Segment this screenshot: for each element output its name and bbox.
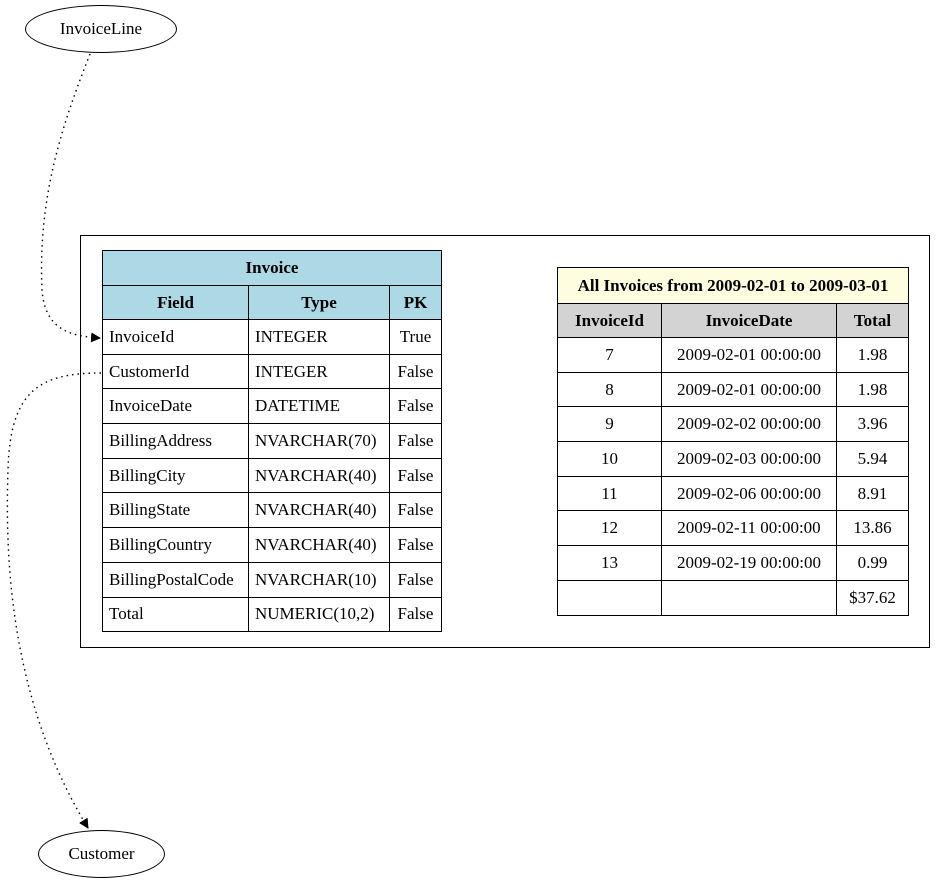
field-pk: False xyxy=(389,492,442,529)
invoice-table-header: Field Type PK xyxy=(102,285,442,320)
results-table-title: All Invoices from 2009-02-01 to 2009-03-… xyxy=(557,267,909,304)
invoice-id-cell xyxy=(557,579,662,616)
table-row: BillingCity NVARCHAR(40) False xyxy=(102,457,442,494)
column-header: Field xyxy=(102,285,249,320)
invoice-id-cell: 9 xyxy=(557,406,662,443)
field-name: InvoiceId xyxy=(102,319,249,355)
invoice-id-cell: 8 xyxy=(557,371,662,408)
field-pk: False xyxy=(389,561,442,598)
field-name: BillingAddress xyxy=(102,423,249,459)
edge-invoiceline-to-invoice xyxy=(40,53,101,343)
customer-node-label: Customer xyxy=(68,844,135,863)
invoice-date-cell: 2009-02-01 00:00:00 xyxy=(661,371,837,408)
table-row: 8 2009-02-01 00:00:00 1.98 xyxy=(557,371,909,408)
field-name: BillingState xyxy=(102,492,249,529)
field-type: INTEGER xyxy=(248,353,390,390)
grand-total-cell: $37.62 xyxy=(836,579,909,616)
table-row: BillingCountry NVARCHAR(40) False xyxy=(102,527,442,563)
field-name: BillingPostalCode xyxy=(102,561,249,598)
field-type: NVARCHAR(10) xyxy=(248,561,390,598)
field-name: CustomerId xyxy=(102,353,249,390)
invoice-schema-table: Invoice Field Type PK InvoiceId INTEGER … xyxy=(102,250,442,633)
invoice-date-cell: 2009-02-03 00:00:00 xyxy=(661,441,837,477)
invoice-results-table: All Invoices from 2009-02-01 to 2009-03-… xyxy=(557,267,909,616)
column-header: Total xyxy=(836,303,909,338)
field-name: BillingCountry xyxy=(102,527,249,563)
results-table-header: InvoiceId InvoiceDate Total xyxy=(557,303,909,338)
invoice-total-cell: 5.94 xyxy=(836,441,909,477)
table-row: InvoiceDate DATETIME False xyxy=(102,388,442,425)
invoice-table-title: Invoice xyxy=(102,250,442,286)
invoice-date-cell xyxy=(661,579,837,616)
invoice-total-cell: 3.96 xyxy=(836,406,909,443)
invoice-total-cell: 0.99 xyxy=(836,545,909,581)
invoice-total-cell: 1.98 xyxy=(836,337,909,373)
column-header: InvoiceDate xyxy=(661,303,837,338)
field-name: BillingCity xyxy=(102,457,249,494)
table-row: BillingPostalCode NVARCHAR(10) False xyxy=(102,561,442,598)
invoice-date-cell: 2009-02-19 00:00:00 xyxy=(661,545,837,581)
column-header: PK xyxy=(389,285,442,320)
invoiceline-node-label: InvoiceLine xyxy=(59,19,143,38)
table-row: Total NUMERIC(10,2) False xyxy=(102,596,442,633)
invoice-id-cell: 10 xyxy=(557,441,662,477)
invoiceline-node: InvoiceLine xyxy=(25,5,177,53)
field-type: NVARCHAR(70) xyxy=(248,423,390,459)
field-type: DATETIME xyxy=(248,388,390,425)
customer-node: Customer xyxy=(38,830,165,878)
invoice-total-cell: 8.91 xyxy=(836,475,909,512)
invoice-cluster xyxy=(80,235,930,648)
invoice-total-cell: 1.98 xyxy=(836,371,909,408)
table-row: BillingAddress NVARCHAR(70) False xyxy=(102,423,442,459)
invoice-total-cell: 13.86 xyxy=(836,510,909,547)
field-type: NVARCHAR(40) xyxy=(248,527,390,563)
invoice-id-cell: 12 xyxy=(557,510,662,547)
invoice-date-cell: 2009-02-11 00:00:00 xyxy=(661,510,837,547)
table-row: 12 2009-02-11 00:00:00 13.86 xyxy=(557,510,909,547)
field-pk: False xyxy=(389,596,442,633)
table-row: 13 2009-02-19 00:00:00 0.99 xyxy=(557,545,909,581)
field-pk: False xyxy=(389,423,442,459)
field-pk: True xyxy=(389,319,442,355)
table-row: 11 2009-02-06 00:00:00 8.91 xyxy=(557,475,909,512)
table-row-summary: $37.62 xyxy=(557,579,909,616)
table-row: InvoiceId INTEGER True xyxy=(102,319,442,355)
field-pk: False xyxy=(389,457,442,494)
invoice-date-cell: 2009-02-02 00:00:00 xyxy=(661,406,837,443)
invoice-id-cell: 7 xyxy=(557,337,662,373)
field-type: NVARCHAR(40) xyxy=(248,457,390,494)
invoice-date-cell: 2009-02-06 00:00:00 xyxy=(661,475,837,512)
field-type: NVARCHAR(40) xyxy=(248,492,390,529)
field-pk: False xyxy=(389,527,442,563)
table-row: CustomerId INTEGER False xyxy=(102,353,442,390)
field-pk: False xyxy=(389,353,442,390)
field-type: NUMERIC(10,2) xyxy=(248,596,390,633)
invoice-date-cell: 2009-02-01 00:00:00 xyxy=(661,337,837,373)
column-header: InvoiceId xyxy=(557,303,662,338)
table-row: 10 2009-02-03 00:00:00 5.94 xyxy=(557,441,909,477)
invoice-id-cell: 11 xyxy=(557,475,662,512)
field-type: INTEGER xyxy=(248,319,390,355)
table-row: BillingState NVARCHAR(40) False xyxy=(102,492,442,529)
field-name: Total xyxy=(102,596,249,633)
field-name: InvoiceDate xyxy=(102,388,249,425)
table-row: 9 2009-02-02 00:00:00 3.96 xyxy=(557,406,909,443)
invoice-id-cell: 13 xyxy=(557,545,662,581)
field-pk: False xyxy=(389,388,442,425)
table-row: 7 2009-02-01 00:00:00 1.98 xyxy=(557,337,909,373)
column-header: Type xyxy=(248,285,390,320)
